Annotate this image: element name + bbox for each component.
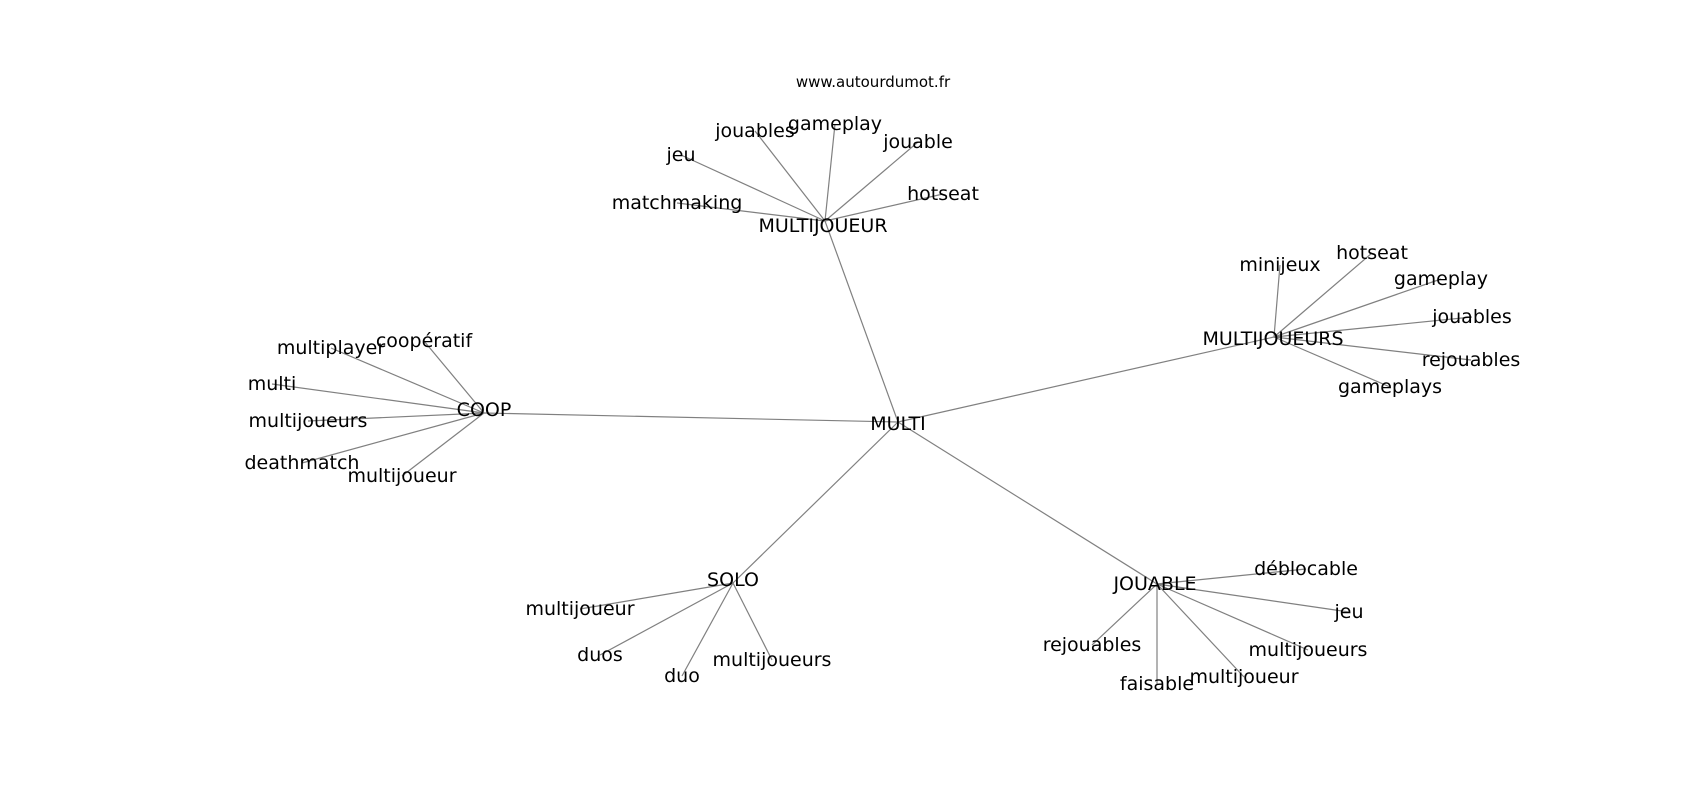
- labels-layer: MULTIjeujouablesgameplayjouablehotseatma…: [245, 113, 1521, 695]
- node-leaf-multijoueurs-3: jouables: [1431, 306, 1512, 328]
- node-leaf-solo-2: duo: [664, 665, 700, 687]
- edge-multijoueur-leaf-0: [680, 154, 826, 222]
- edge-jouable-leaf-1: [1156, 583, 1350, 613]
- node-leaf-multijoueurs-0: minijeux: [1239, 254, 1320, 276]
- edge-center-multijoueur: [824, 220, 899, 423]
- node-leaf-solo-1: duos: [577, 644, 623, 666]
- node-leaf-solo-0: multijoueur: [525, 598, 634, 620]
- node-leaf-solo-3: multijoueurs: [713, 649, 832, 671]
- node-leaf-coop-5: multijoueur: [347, 465, 456, 487]
- edge-jouable-leaf-0: [1156, 568, 1307, 585]
- node-hub-jouable: JOUABLE: [1112, 573, 1196, 595]
- node-leaf-coop-2: multi: [248, 373, 297, 395]
- node-hub-solo: SOLO: [707, 569, 759, 591]
- node-leaf-jouable-3: multijoueurs: [1249, 639, 1368, 661]
- edge-solo-leaf-1: [599, 582, 734, 656]
- edge-coop-leaf-4: [301, 412, 485, 464]
- node-leaf-coop-3: multijoueurs: [249, 410, 368, 432]
- edge-solo-leaf-0: [579, 582, 734, 610]
- edge-jouable-leaf-2: [1091, 583, 1158, 646]
- edge-jouable-leaf-5: [1156, 583, 1245, 678]
- edge-multijoueurs-leaf-0: [1273, 264, 1281, 338]
- node-hub-coop: COOP: [457, 399, 512, 421]
- node-leaf-multijoueurs-2: gameplay: [1394, 268, 1488, 290]
- edge-solo-leaf-2: [681, 582, 734, 677]
- edge-multijoueurs-leaf-3: [1273, 316, 1473, 338]
- node-leaf-multijoueur-2: gameplay: [788, 113, 882, 135]
- edge-coop-leaf-2: [271, 383, 485, 414]
- edge-coop-leaf-1: [423, 340, 485, 414]
- node-leaf-coop-4: deathmatch: [245, 452, 360, 474]
- edge-multijoueurs-leaf-4: [1273, 336, 1472, 361]
- node-leaf-multijoueurs-4: rejouables: [1422, 349, 1521, 371]
- node-leaf-multijoueur-0: jeu: [665, 144, 695, 166]
- edge-center-solo: [732, 421, 899, 584]
- edge-coop-leaf-3: [307, 412, 485, 422]
- edge-multijoueur-leaf-2: [824, 123, 836, 222]
- edge-coop-leaf-0: [330, 347, 485, 414]
- edge-center-jouable: [897, 421, 1158, 585]
- node-hub-multijoueur: MULTIJOUEUR: [758, 215, 887, 237]
- edge-solo-leaf-3: [732, 582, 773, 661]
- node-leaf-multijoueurs-5: gameplays: [1338, 376, 1442, 398]
- edge-multijoueur-leaf-4: [824, 193, 944, 222]
- node-leaf-multijoueur-1: jouables: [714, 120, 795, 142]
- node-leaf-multijoueur-4: hotseat: [907, 183, 979, 205]
- node-leaf-jouable-1: jeu: [1333, 601, 1363, 623]
- node-center-multi: MULTI: [870, 413, 925, 435]
- edge-multijoueur-leaf-1: [754, 130, 826, 222]
- edge-center-multijoueurs: [897, 336, 1275, 423]
- edge-multijoueurs-leaf-1: [1273, 252, 1373, 338]
- edge-coop-leaf-5: [401, 412, 485, 477]
- edges-layer: [271, 123, 1473, 684]
- node-leaf-jouable-4: faisable: [1120, 673, 1194, 695]
- node-leaf-multijoueurs-1: hotseat: [1336, 242, 1408, 264]
- edge-multijoueurs-leaf-2: [1273, 278, 1442, 338]
- watermark: www.autourdumot.fr: [795, 73, 951, 91]
- node-leaf-jouable-0: déblocable: [1254, 558, 1358, 580]
- edge-jouable-leaf-3: [1156, 583, 1309, 651]
- node-leaf-multijoueur-3: jouable: [882, 131, 953, 153]
- edge-center-coop: [483, 412, 899, 423]
- node-leaf-coop-1: coopératif: [376, 330, 474, 352]
- node-leaf-jouable-2: rejouables: [1043, 634, 1142, 656]
- node-leaf-multijoueur-5: matchmaking: [612, 192, 743, 214]
- edge-multijoueurs-leaf-5: [1273, 336, 1391, 388]
- edge-multijoueur-leaf-3: [824, 141, 919, 222]
- node-leaf-jouable-5: multijoueur: [1189, 666, 1298, 688]
- edge-multijoueur-leaf-5: [676, 202, 826, 222]
- node-leaf-coop-0: multiplayer: [277, 337, 385, 359]
- node-hub-multijoueurs: MULTIJOUEURS: [1202, 328, 1343, 350]
